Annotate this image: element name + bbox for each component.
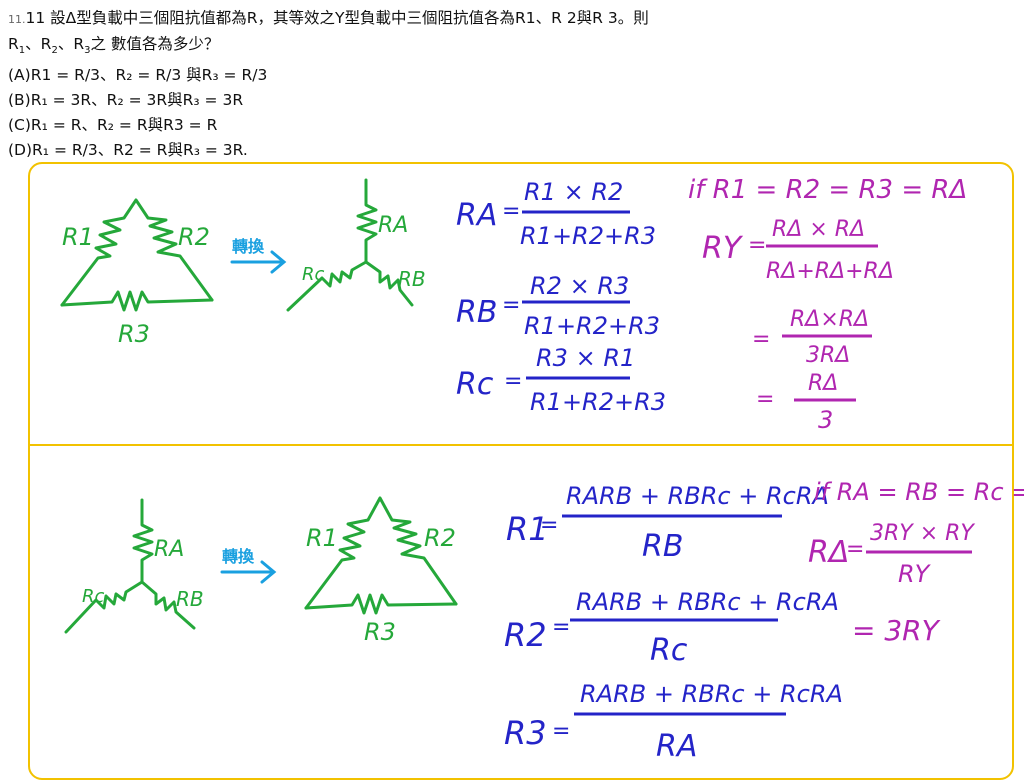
question-line-1: 11.11 設Δ型負載中三個阻抗值都為R，其等效之Y型負載中三個阻抗值各為R1、… xyxy=(8,9,649,27)
y-label-rc: Rc xyxy=(302,264,325,285)
question-text: 11.11 設Δ型負載中三個阻抗值都為R，其等效之Y型負載中三個阻抗值各為R1、… xyxy=(8,6,649,163)
svg-text:=: = xyxy=(504,369,522,394)
svg-text:= 3RY: = 3RY xyxy=(852,614,941,647)
svg-text:RΔ: RΔ xyxy=(808,371,838,396)
svg-text:=: = xyxy=(540,513,558,538)
y-to-delta-panel xyxy=(28,444,1014,780)
arrow-1 xyxy=(230,250,287,274)
svg-text:RARB + RBRc + RcRA: RARB + RBRc + RcRA xyxy=(566,482,829,510)
arrow-2 xyxy=(220,560,277,584)
y2-label-ra: RA xyxy=(154,537,184,562)
svg-text:R2 × R3: R2 × R3 xyxy=(530,272,629,300)
y-network-1 xyxy=(286,178,414,312)
y2-label-rc: Rc xyxy=(82,586,105,607)
svg-text:Rc: Rc xyxy=(456,367,494,402)
delta2-label-r3: R3 xyxy=(364,618,396,646)
svg-text:=: = xyxy=(502,293,520,318)
delta-network-2 xyxy=(304,496,458,615)
formula-ry: RY = RΔ × RΔ RΔ+RΔ+RΔ = RΔ×RΔ 3RΔ = RΔ 3 xyxy=(702,217,894,434)
svg-text:3RΔ: 3RΔ xyxy=(806,343,850,368)
svg-text:RARB + RBRc + RcRA: RARB + RBRc + RcRA xyxy=(576,588,839,616)
svg-text:3: 3 xyxy=(818,406,833,434)
svg-text:R1: R1 xyxy=(506,510,549,548)
svg-text:=: = xyxy=(846,537,864,562)
svg-text:R1+R2+R3: R1+R2+R3 xyxy=(530,388,666,416)
svg-text:RA: RA xyxy=(456,198,497,233)
svg-text:RARB + RBRc + RcRA: RARB + RBRc + RcRA xyxy=(580,680,843,708)
formula-ra: RA = R1 × R2 R1+R2+R3 xyxy=(456,178,656,250)
delta2-label-r2: R2 xyxy=(424,524,456,552)
y-label-ra: RA xyxy=(378,213,408,238)
svg-text:RY: RY xyxy=(702,231,744,266)
arrow-2-label: 轉換 xyxy=(222,547,255,566)
svg-text:R1+R2+R3: R1+R2+R3 xyxy=(520,222,656,250)
condition-delta: if R1 = R2 = R3 = RΔ xyxy=(688,175,967,205)
delta-label-r1: R1 xyxy=(62,223,94,251)
option-c: (C)R₁ = R、R₂ = R與R3 = R xyxy=(8,116,218,135)
svg-text:=: = xyxy=(552,615,570,640)
condition-y: if RA = RB = Rc = RY xyxy=(814,478,1024,506)
svg-text:R3: R3 xyxy=(504,714,547,752)
delta-label-r2: R2 xyxy=(178,223,210,251)
svg-text:RΔ: RΔ xyxy=(808,535,849,570)
delta2-label-r1: R1 xyxy=(306,524,338,552)
svg-text:RΔ×RΔ: RΔ×RΔ xyxy=(790,307,869,332)
svg-text:Rc: Rc xyxy=(650,633,688,668)
y-label-rb: RB xyxy=(398,267,426,291)
svg-text:RA: RA xyxy=(656,729,697,764)
svg-text:=: = xyxy=(748,233,766,258)
formula-r2: R2 = RARB + RBRc + RcRA Rc xyxy=(504,588,839,668)
svg-text:=: = xyxy=(752,327,770,352)
option-b: (B)R₁ = 3R、R₂ = 3R與R₃ = 3R xyxy=(8,91,244,110)
option-d: (D)R₁ = R/3、R2 = R與R₃ = 3R. xyxy=(8,141,248,160)
svg-text:=: = xyxy=(502,199,520,224)
svg-text:RB: RB xyxy=(642,529,683,564)
svg-text:RY: RY xyxy=(898,560,932,588)
delta-network-1 xyxy=(60,198,214,312)
svg-text:R2: R2 xyxy=(504,616,547,654)
svg-text:RΔ+RΔ+RΔ: RΔ+RΔ+RΔ xyxy=(766,259,894,284)
formula-rb: RB = R2 × R3 R1+R2+R3 xyxy=(456,272,660,340)
question-line-2: R1、R2、R3之 數值各為多少？ xyxy=(8,35,220,57)
y-network-2 xyxy=(64,498,196,634)
svg-text:RΔ × RΔ: RΔ × RΔ xyxy=(772,217,865,242)
svg-text:RB: RB xyxy=(456,295,497,330)
formula-r1: R1 = RARB + RBRc + RcRA RB xyxy=(506,482,829,564)
svg-text:3RY × RY: 3RY × RY xyxy=(870,521,975,546)
svg-text:=: = xyxy=(552,719,570,744)
y2-label-rb: RB xyxy=(176,587,204,611)
arrow-1-label: 轉換 xyxy=(232,237,265,256)
formula-rc: Rc = R3 × R1 R1+R2+R3 xyxy=(456,344,666,416)
svg-text:R1+R2+R3: R1+R2+R3 xyxy=(524,312,660,340)
svg-text:R3 × R1: R3 × R1 xyxy=(536,344,635,372)
formula-rdelta: RΔ = 3RY × RY RY = 3RY xyxy=(808,521,975,647)
formula-r3: R3 = RARB + RBRc + RcRA RA xyxy=(504,680,843,764)
delta-label-r3: R3 xyxy=(118,320,150,348)
svg-text:R1 × R2: R1 × R2 xyxy=(524,178,623,206)
option-a: (A)R1 = R/3、R₂ = R/3 與R₃ = R/3 xyxy=(8,66,268,85)
svg-text:=: = xyxy=(756,387,774,412)
